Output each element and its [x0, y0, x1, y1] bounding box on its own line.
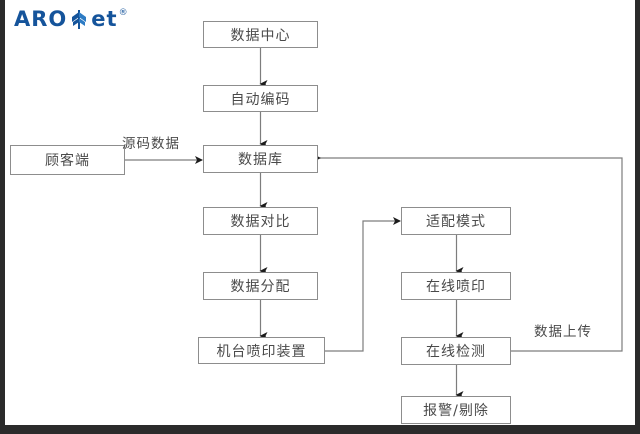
node-database-label: 数据库 — [238, 152, 283, 168]
node-machine-printer[interactable]: 机台喷印装置 — [198, 337, 325, 364]
node-auto-coding[interactable]: 自动编码 — [203, 85, 318, 112]
logo-text-left: ARO — [14, 7, 68, 31]
node-machine-printer-label: 机台喷印装置 — [216, 343, 307, 360]
node-alarm-reject-label: 报警/剔除 — [423, 403, 489, 419]
edge-machine-printer-to-adapt-mode — [325, 217, 401, 352]
node-customer-label: 顾客端 — [45, 153, 90, 169]
node-customer[interactable]: 顾客端 — [10, 145, 125, 175]
registered-trademark-icon: ® — [118, 8, 128, 18]
leaf-icon — [69, 8, 89, 36]
node-data-center[interactable]: 数据中心 — [203, 21, 318, 48]
logo-text-right: et — [91, 7, 118, 31]
node-online-inspect-label: 在线检测 — [426, 344, 486, 360]
node-adapt-mode-label: 适配模式 — [426, 214, 486, 230]
node-data-center-label: 数据中心 — [230, 27, 291, 44]
node-online-inspect[interactable]: 在线检测 — [401, 337, 511, 365]
node-adapt-mode[interactable]: 适配模式 — [401, 207, 511, 235]
page-frame-bottom — [0, 425, 640, 434]
node-online-print-label: 在线喷印 — [426, 279, 486, 295]
edge-label-data-upload: 数据上传 — [534, 324, 592, 340]
arovet-logo: ARO et ® — [14, 8, 128, 34]
node-alarm-reject[interactable]: 报警/剔除 — [401, 396, 511, 424]
node-data-compare[interactable]: 数据对比 — [203, 207, 318, 235]
page-frame-right — [635, 0, 640, 434]
node-online-print[interactable]: 在线喷印 — [401, 272, 511, 300]
edge-label-source-data: 源码数据 — [122, 136, 180, 152]
node-database[interactable]: 数据库 — [203, 145, 318, 173]
node-data-compare-label: 数据对比 — [230, 214, 291, 230]
page-frame-left — [0, 0, 5, 434]
node-data-allocate[interactable]: 数据分配 — [203, 272, 318, 300]
node-auto-coding-label: 自动编码 — [230, 91, 291, 108]
node-data-allocate-label: 数据分配 — [230, 279, 291, 295]
